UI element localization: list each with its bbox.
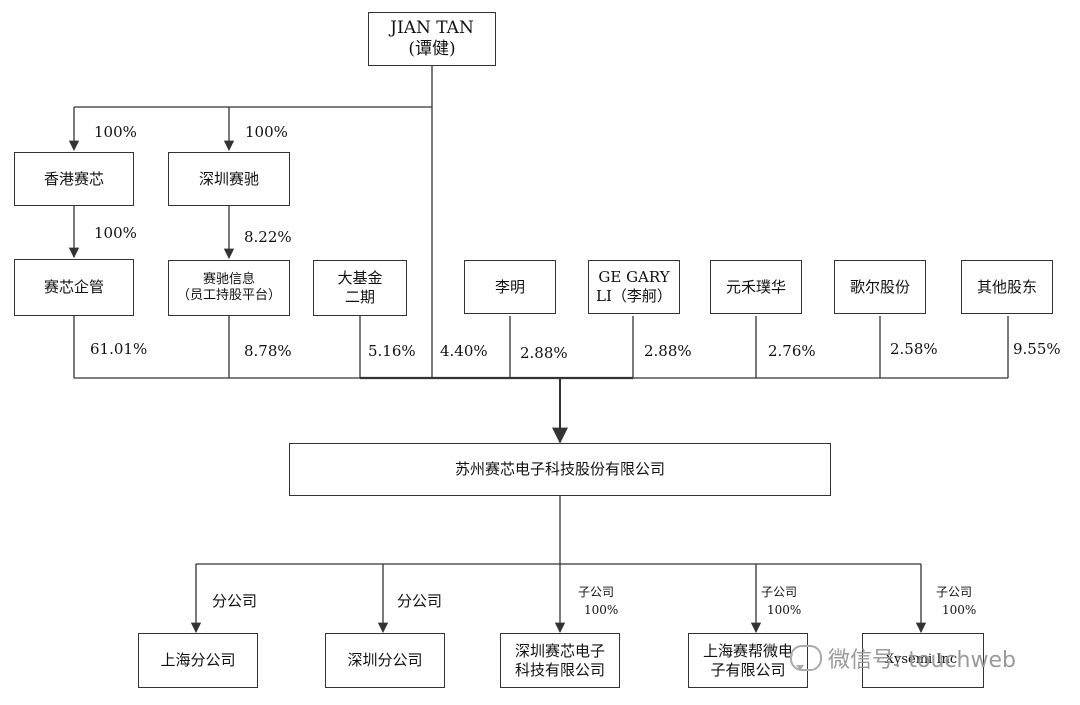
rel-label-sub1: 子公司 [578,585,615,599]
node-saixin-qiguan: 赛芯企管 [14,259,134,316]
pct-2-88-liming: 2.88% [520,344,568,362]
node-shenzhen-branch: 深圳分公司 [325,633,445,688]
node-saichi-xinxi-name: 赛驰信息 [202,271,255,287]
node-jian-tan: JIAN TAN (谭健) [368,12,496,66]
pct-2-88-gegary: 2.88% [644,342,692,360]
node-sz-saichi-name: 深圳赛驰 [198,169,259,188]
node-sh-saibang-line2: 子有限公司 [710,660,786,679]
node-sz-saixin-tech-line1: 深圳赛芯电子 [514,641,605,660]
node-yuanhe: 元禾璞华 [710,260,802,314]
node-shanghai-branch-name: 上海分公司 [160,651,236,670]
node-main-company-name: 苏州赛芯电子科技股份有限公司 [454,460,665,479]
node-gegary-line1: GE GARY [598,268,670,287]
node-others: 其他股东 [961,260,1053,314]
pct-2-58: 2.58% [890,340,938,358]
wechat-watermark: 微信号: touchweb [790,642,1016,674]
pct-9-55: 9.55% [1013,340,1061,358]
node-dajijin-line1: 大基金 [337,269,383,288]
rel-label-sub2: 子公司 [761,585,798,599]
node-gegary-line2: LI（李舸） [596,287,672,305]
pct-5-16: 5.16% [368,342,416,360]
rel-label-sub3: 子公司 [936,585,973,599]
node-hk-saixin-name: 香港赛芯 [43,169,104,188]
node-geer: 歌尔股份 [834,260,926,314]
rel-pct-sub2: 100% [767,603,802,617]
node-liming-name: 李明 [494,277,525,296]
wechat-watermark-text: 微信号: touchweb [828,648,1016,673]
node-yuanhe-name: 元禾璞华 [725,277,786,296]
node-xysemi: Xysemi Inc. [862,633,984,688]
node-sz-saichi: 深圳赛驰 [168,152,290,206]
node-sh-saibang-line1: 上海赛帮微电 [702,641,793,660]
node-sz-saixin-tech-line2: 科技有限公司 [514,660,605,679]
pct-sz: 100% [245,123,288,141]
pct-8-78: 8.78% [244,342,292,360]
node-saichi-xinxi: 赛驰信息 （员工持股平台） [168,260,290,316]
pct-2-76: 2.76% [768,342,816,360]
pct-xinxi: 8.22% [244,228,292,246]
node-dajijin-line2: 二期 [344,288,375,306]
node-shanghai-branch: 上海分公司 [138,633,258,688]
node-jian-tan-name: JIAN TAN [390,17,474,38]
rel-label-shenzhen: 分公司 [397,592,443,610]
rel-pct-sub1: 100% [584,603,619,617]
node-hk-saixin: 香港赛芯 [14,152,134,206]
rel-pct-sub3: 100% [942,603,977,617]
node-sz-saixin-tech: 深圳赛芯电子 科技有限公司 [500,633,620,688]
rel-label-shanghai: 分公司 [212,592,258,610]
node-sh-saibang: 上海赛帮微电 子有限公司 [688,633,808,688]
node-others-name: 其他股东 [976,277,1037,296]
node-xysemi-name: Xysemi Inc. [884,652,962,668]
node-dajijin: 大基金 二期 [313,260,407,316]
pct-qiguan: 100% [94,224,137,242]
node-saichi-xinxi-note: （员工持股平台） [176,288,281,303]
node-geer-name: 歌尔股份 [849,277,910,296]
node-jian-tan-cn: (谭健) [408,39,456,59]
pct-hk: 100% [94,123,137,141]
node-liming: 李明 [464,260,556,314]
pct-4-40: 4.40% [440,342,488,360]
pct-61: 61.01% [90,340,148,358]
node-main-company: 苏州赛芯电子科技股份有限公司 [289,443,831,496]
wechat-icon [790,645,822,671]
node-saixin-qiguan-name: 赛芯企管 [43,278,104,297]
node-shenzhen-branch-name: 深圳分公司 [347,651,423,670]
node-gegary: GE GARY LI（李舸） [588,260,680,314]
